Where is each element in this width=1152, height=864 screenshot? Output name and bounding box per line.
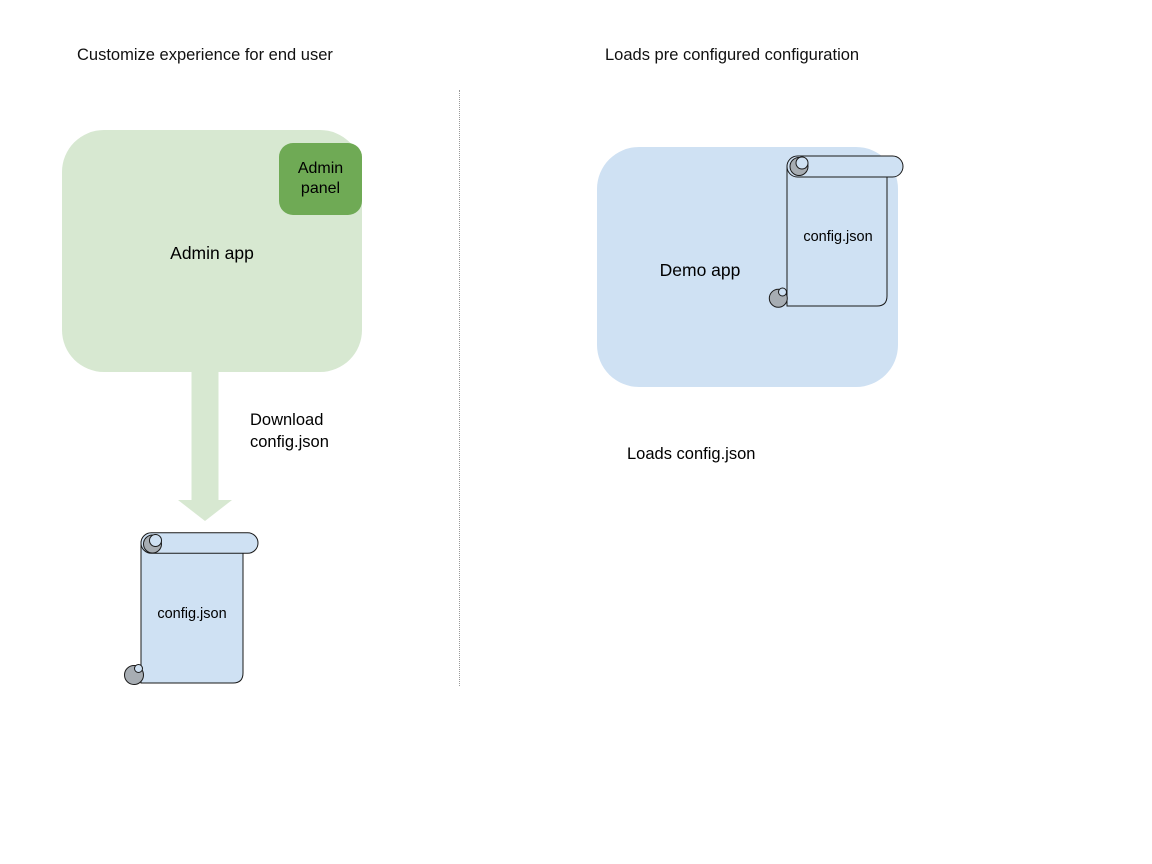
section-divider [459, 90, 460, 686]
config-file-scroll-icon [768, 155, 904, 308]
left-section-title: Customize experience for end user [77, 46, 333, 64]
right-section-title: Loads pre configured configuration [605, 46, 860, 64]
scroll-top-roll [140, 532, 259, 554]
config-file-label: config.json [803, 229, 873, 245]
scroll-top-roll [786, 155, 904, 178]
demo-app-label: Demo app [659, 260, 741, 280]
admin-app-label: Admin app [170, 243, 254, 263]
config-file-label: config.json [157, 606, 227, 622]
loads-config-caption: Loads config.json [627, 445, 756, 463]
down-arrow-icon [178, 372, 232, 521]
scroll-body [786, 165, 888, 307]
scroll-body [140, 541, 244, 684]
admin-panel-shape: Admin panel [279, 143, 362, 215]
admin-panel-label: Admin panel [297, 160, 344, 197]
admin-app-shape: Admin app Admin panel [62, 130, 362, 372]
config-file-scroll-icon [124, 532, 259, 685]
download-caption: Download config.json [250, 411, 329, 451]
